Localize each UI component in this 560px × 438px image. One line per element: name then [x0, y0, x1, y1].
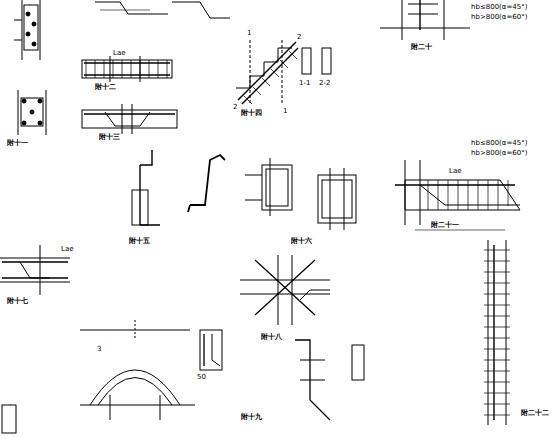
dimension-label: Lae [448, 168, 463, 175]
stirrup-stroke [484, 283, 510, 284]
stirrup-stroke [468, 180, 469, 210]
dimension-label: Lae [112, 50, 127, 57]
dimension-label: Lae [60, 246, 75, 253]
bar-detail [200, 330, 222, 370]
stirrup-stroke [498, 180, 499, 210]
cantilever [395, 160, 520, 230]
stirrup-stroke [484, 415, 510, 416]
section [132, 190, 148, 225]
stirrup-stroke [484, 250, 510, 251]
dimension-label: 3 [96, 346, 102, 353]
column-detail [380, 0, 470, 40]
beam-hanger [82, 104, 177, 134]
dimension-label: hb>800(α=60°) [470, 150, 528, 157]
stirrup-stroke [484, 371, 510, 372]
stirrup-stroke [478, 180, 479, 210]
stirrup-stroke [484, 360, 510, 361]
stirrup-stroke [122, 60, 123, 78]
dimension-label: 1 [282, 108, 288, 115]
stair-reinforcement [236, 40, 298, 104]
dimension-label: 50 [196, 374, 207, 381]
stirrup-stroke [289, 51, 297, 59]
detail-caption: 附十四 [240, 110, 263, 117]
detail-caption: 附二十二 [520, 410, 550, 417]
stirrup-stroke [484, 272, 510, 273]
stirrup-stroke [484, 305, 510, 306]
column-section [18, 90, 46, 135]
dimension-label: hb>800(α=60°) [470, 14, 528, 21]
stirrup-cage [245, 158, 292, 216]
stirrup-stroke [484, 261, 510, 262]
stirrup-stroke [484, 349, 510, 350]
arch-reinforcement [80, 320, 195, 420]
stirrup-stroke [484, 404, 510, 405]
detail-caption: 附十一 [6, 140, 29, 147]
stirrup-stroke [280, 60, 288, 68]
stirrup-stroke [104, 60, 105, 78]
stirrup-stroke [271, 69, 279, 77]
detail-caption: 附十三 [98, 134, 121, 141]
beam-splice [82, 56, 172, 82]
stirrup-stroke [262, 78, 270, 86]
stirrup-stroke [86, 60, 87, 78]
column-stirrups [484, 240, 510, 425]
detail-caption: 附十五 [128, 238, 151, 245]
dimension-label: hb≤800(α=45°) [470, 140, 528, 147]
stirrup-stroke [488, 180, 489, 210]
bent-bar [95, 2, 230, 18]
dimension-label: 2 [296, 34, 302, 41]
dimension-label: 1 [246, 30, 252, 37]
stirrup-stroke [458, 180, 459, 210]
stirrup-stroke [167, 60, 168, 78]
stirrup-stroke [428, 180, 429, 210]
stirrup-stroke [131, 60, 132, 78]
bar-detail [295, 340, 330, 420]
detail-caption: 附二十一 [430, 222, 460, 229]
stirrup-stroke [484, 294, 510, 295]
stirrup-stroke [244, 96, 252, 104]
stirrup-stroke [508, 180, 509, 206]
stirrup-stroke [484, 393, 510, 394]
stirrup-cage [318, 168, 356, 230]
detail-caption: 附十二 [94, 84, 117, 91]
z-bar [188, 155, 225, 212]
detail-caption: 附十六 [290, 238, 313, 245]
stirrup-stroke [113, 60, 114, 78]
dimension-label: hb≤800(α=45°) [470, 4, 528, 11]
dimension-label: 2-2 [318, 80, 331, 87]
stirrup-stroke [158, 60, 159, 78]
detail-caption: 附二十 [410, 44, 433, 51]
stirrup-stroke [149, 60, 150, 78]
stirrup-stroke [484, 316, 510, 317]
hook-bar [140, 150, 160, 225]
stirrup-stroke [140, 60, 141, 78]
dimension-label: 1-1 [298, 80, 311, 87]
stirrup-stroke [484, 382, 510, 383]
detail-caption: 附十九 [240, 414, 263, 421]
stirrup-stroke [438, 180, 439, 210]
stirrup-stroke [484, 338, 510, 339]
column-section [14, 0, 40, 60]
stirrup-stroke [95, 60, 96, 78]
section [352, 345, 364, 380]
beam-intersection [240, 255, 330, 325]
dimension-label: 2 [232, 104, 238, 111]
detail-caption: 附十八 [260, 334, 283, 341]
section [2, 405, 16, 433]
detail-caption: 附十七 [6, 298, 29, 305]
section [302, 48, 311, 74]
stirrup-stroke [448, 180, 449, 210]
stirrup-stroke [253, 87, 261, 95]
section [322, 48, 331, 74]
stirrup-stroke [484, 327, 510, 328]
